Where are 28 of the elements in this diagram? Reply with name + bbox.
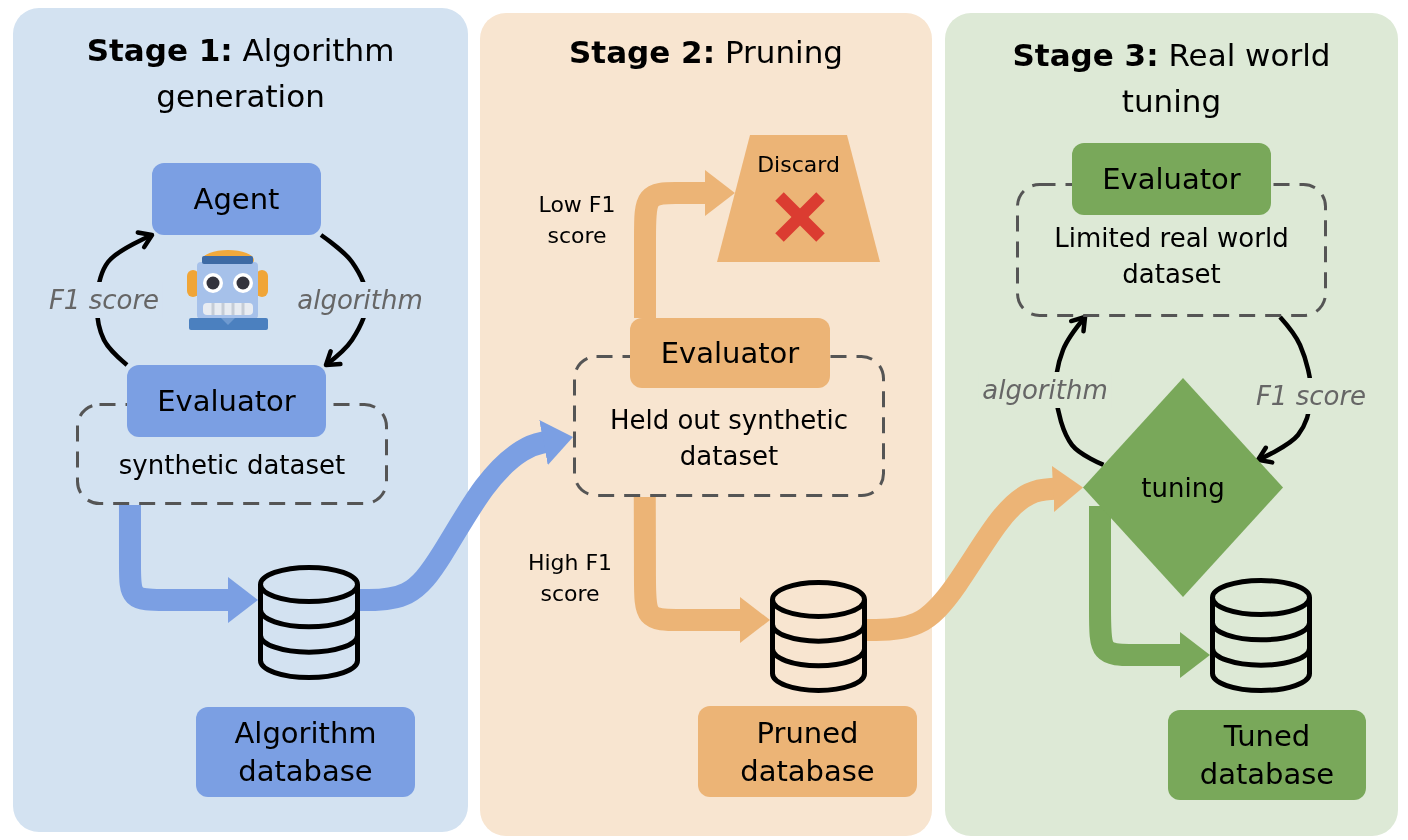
flow-arrow [864,465,1083,641]
stage-panel [480,13,932,836]
process-box: Evaluator [127,365,326,437]
stage-heading: Stage 1: Algorithm generation [85,31,396,116]
stage-heading: Stage 3: Real world tuning [1011,36,1332,121]
process-box: Pruned database [698,706,917,797]
process-box: Evaluator [630,318,830,388]
process-box: Algorithm database [196,707,415,797]
process-box: Evaluator [1072,143,1271,215]
stage-panel [945,13,1398,836]
database-icon [258,565,360,680]
process-box: Tuned database [1168,710,1366,800]
flow-arrow [118,504,258,623]
trapezoid-shape [717,135,880,262]
dataset-label: Limited real world dataset [1053,222,1290,291]
flow-arrow [357,419,573,611]
flow-arrow [633,496,770,643]
flow-arrow [1089,505,1210,679]
node-label: tuning [1141,471,1225,505]
dataset-label: synthetic dataset [118,449,346,482]
stage-panel [13,8,468,832]
stage-heading: Stage 2: Pruning [569,33,843,72]
flow-arrow [634,170,735,318]
process-box: Agent [152,163,321,235]
node-label: Discard [757,151,840,179]
dataset-label: Held out synthetic dataset [608,404,850,473]
database-icon [770,580,867,693]
database-icon [1210,578,1312,693]
